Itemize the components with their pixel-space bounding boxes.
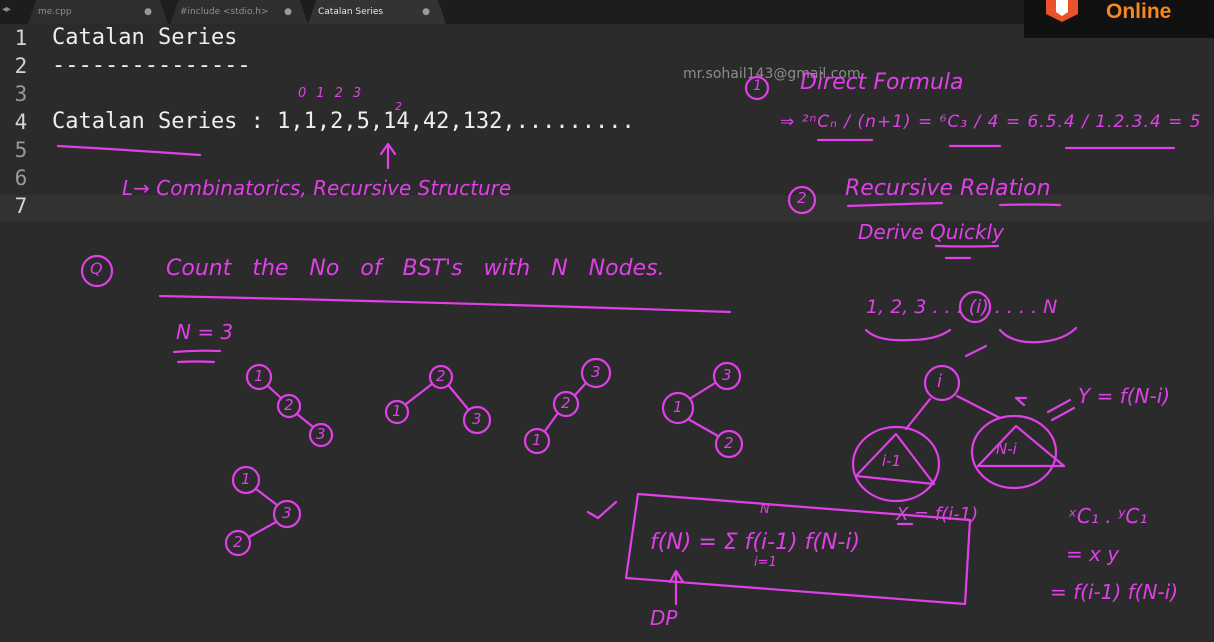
n-underline-2 <box>176 360 216 364</box>
tree5-node-2 <box>224 529 252 557</box>
tree2-node-3 <box>462 405 492 435</box>
tree4-node-1 <box>661 391 695 425</box>
line-number: 2 <box>14 54 28 78</box>
tree-node-label: 2 <box>561 394 571 412</box>
tree-node-label: 3 <box>282 504 292 522</box>
right-subtree-circle <box>970 414 1058 490</box>
index-labels: 0123 <box>298 86 372 101</box>
n-underline-1 <box>172 349 222 354</box>
tree-node-label: 2 <box>724 434 734 452</box>
tab-close-icon[interactable]: ● <box>284 7 292 17</box>
tree-node-label: 2 <box>436 367 446 385</box>
line-number: 6 <box>14 166 28 190</box>
tab-label: me.cpp <box>38 7 72 17</box>
tree-node-label: 2 <box>284 396 294 414</box>
dp-label: DP <box>650 606 678 630</box>
tab-label: Catalan Series <box>318 7 384 17</box>
tab-close-icon[interactable]: ● <box>144 7 152 17</box>
tree2-node-1 <box>384 399 410 425</box>
line-number: 4 <box>14 110 28 134</box>
index-extra: 2 <box>395 100 402 113</box>
check-icon <box>586 500 618 520</box>
tree1-node-2 <box>276 393 302 419</box>
brand-badge: Online <box>1024 0 1214 38</box>
question-text: Count the No of BST's with N Nodes. <box>166 256 665 281</box>
tab-close-icon[interactable]: ● <box>422 7 430 17</box>
y-equation: Y = f(N-i) <box>1078 384 1171 408</box>
x-equation: X = f(i-1) <box>896 504 979 525</box>
n-equals-label: N = 3 <box>176 320 234 344</box>
tree1-node-3 <box>308 422 334 448</box>
combination-line-3: = f(i-1) f(N-i) <box>1050 580 1178 604</box>
formula2-circle <box>787 185 817 215</box>
tree-node-label: 3 <box>591 363 601 381</box>
root-label: i <box>937 371 943 392</box>
line-number: 1 <box>14 26 28 50</box>
line-number: 5 <box>14 138 28 162</box>
tab-catalan-series[interactable]: Catalan Series ● <box>308 0 446 24</box>
code-editor[interactable]: 1 2 3 4 5 6 7 Catalan Series -----------… <box>0 24 1214 642</box>
tree3-node-1 <box>523 427 551 455</box>
tree3-node-3 <box>580 357 612 389</box>
tab-include-stdio[interactable]: #include <stdio.h> ● <box>170 0 308 24</box>
tree4-node-3 <box>712 361 742 391</box>
code-line-2: --------------- <box>52 53 251 78</box>
tree-node-label: 1 <box>241 470 251 488</box>
sequence-label: 1, 2, 3 . . . (i) . . . . N <box>866 296 1058 318</box>
arrow-head-icon <box>379 142 397 156</box>
sequence-i-circle <box>958 290 992 324</box>
formula1-expression: ⇒ ²ⁿCₙ / (n+1) = ⁶C₃ / 4 = 6.5.4 / 1.2.3… <box>780 112 1202 132</box>
formula1-circle <box>744 75 770 101</box>
tree4-node-2 <box>714 429 744 459</box>
underline-catalan <box>56 144 202 157</box>
left-subtree-label: i-1 <box>882 452 902 470</box>
tree5-node-3 <box>272 499 302 529</box>
formula2-number: 2 <box>797 189 807 207</box>
recurrence-box <box>624 492 972 606</box>
line-number: 7 <box>14 194 28 218</box>
left-subtree-circle <box>851 425 941 503</box>
tab-me-cpp[interactable]: me.cpp ● <box>28 0 168 24</box>
question-circle <box>80 254 114 288</box>
tree-node-label: 3 <box>722 366 732 384</box>
tree-node-label: 1 <box>673 398 683 416</box>
question-underline <box>158 294 732 314</box>
tab-label: #include <stdio.h> <box>180 7 269 17</box>
formula2-title: Recursive Relation <box>845 176 1051 201</box>
sum-upper-limit: N <box>760 502 770 517</box>
line-number: 3 <box>14 82 28 106</box>
code-line-1: Catalan Series <box>52 25 238 50</box>
tree-node-label: 1 <box>392 402 402 420</box>
cube-logo-icon <box>1046 0 1078 22</box>
code-line-4: Catalan Series : 1,1,2,5,14,42,132,.....… <box>52 109 635 134</box>
right-subtree-label: N-i <box>996 440 1017 458</box>
tree-node-label: 3 <box>472 410 482 428</box>
formula1-title: Direct Formula <box>800 70 964 95</box>
derive-quickly: Derive Quickly <box>858 220 1004 244</box>
tree2-node-2 <box>428 364 454 390</box>
sum-lower-limit: i=1 <box>754 555 777 570</box>
tree-node-label: 2 <box>233 533 243 551</box>
recurrence-formula: f(N) = Σ f(i-1) f(N-i) <box>650 530 861 555</box>
tree3-node-2 <box>552 390 580 418</box>
badge-text: Online <box>1106 0 1172 23</box>
watermark-email: mr.sohail143@gmail.com <box>683 66 861 82</box>
tab-bar: ◂▸ me.cpp ● #include <stdio.h> ● Catalan… <box>0 0 1214 24</box>
subtitle-annotation: L→ Combinatorics, Recursive Structure <box>122 176 512 200</box>
formula1-number: 1 <box>753 78 762 94</box>
root-i-circle <box>923 364 961 402</box>
tree-node-label: 1 <box>254 367 264 385</box>
combination-line-1: ˣC₁ . ʸC₁ <box>1068 504 1148 528</box>
combination-line-2: = x y <box>1066 542 1120 566</box>
tree-node-label: 3 <box>316 425 326 443</box>
tree-node-label: 1 <box>532 431 542 449</box>
tree5-node-1 <box>231 465 261 495</box>
tab-nav-arrows-icon[interactable]: ◂▸ <box>2 4 11 15</box>
current-line-highlight <box>0 195 1214 221</box>
question-mark-label: Q <box>90 259 103 278</box>
tree1-node-1 <box>245 363 273 391</box>
